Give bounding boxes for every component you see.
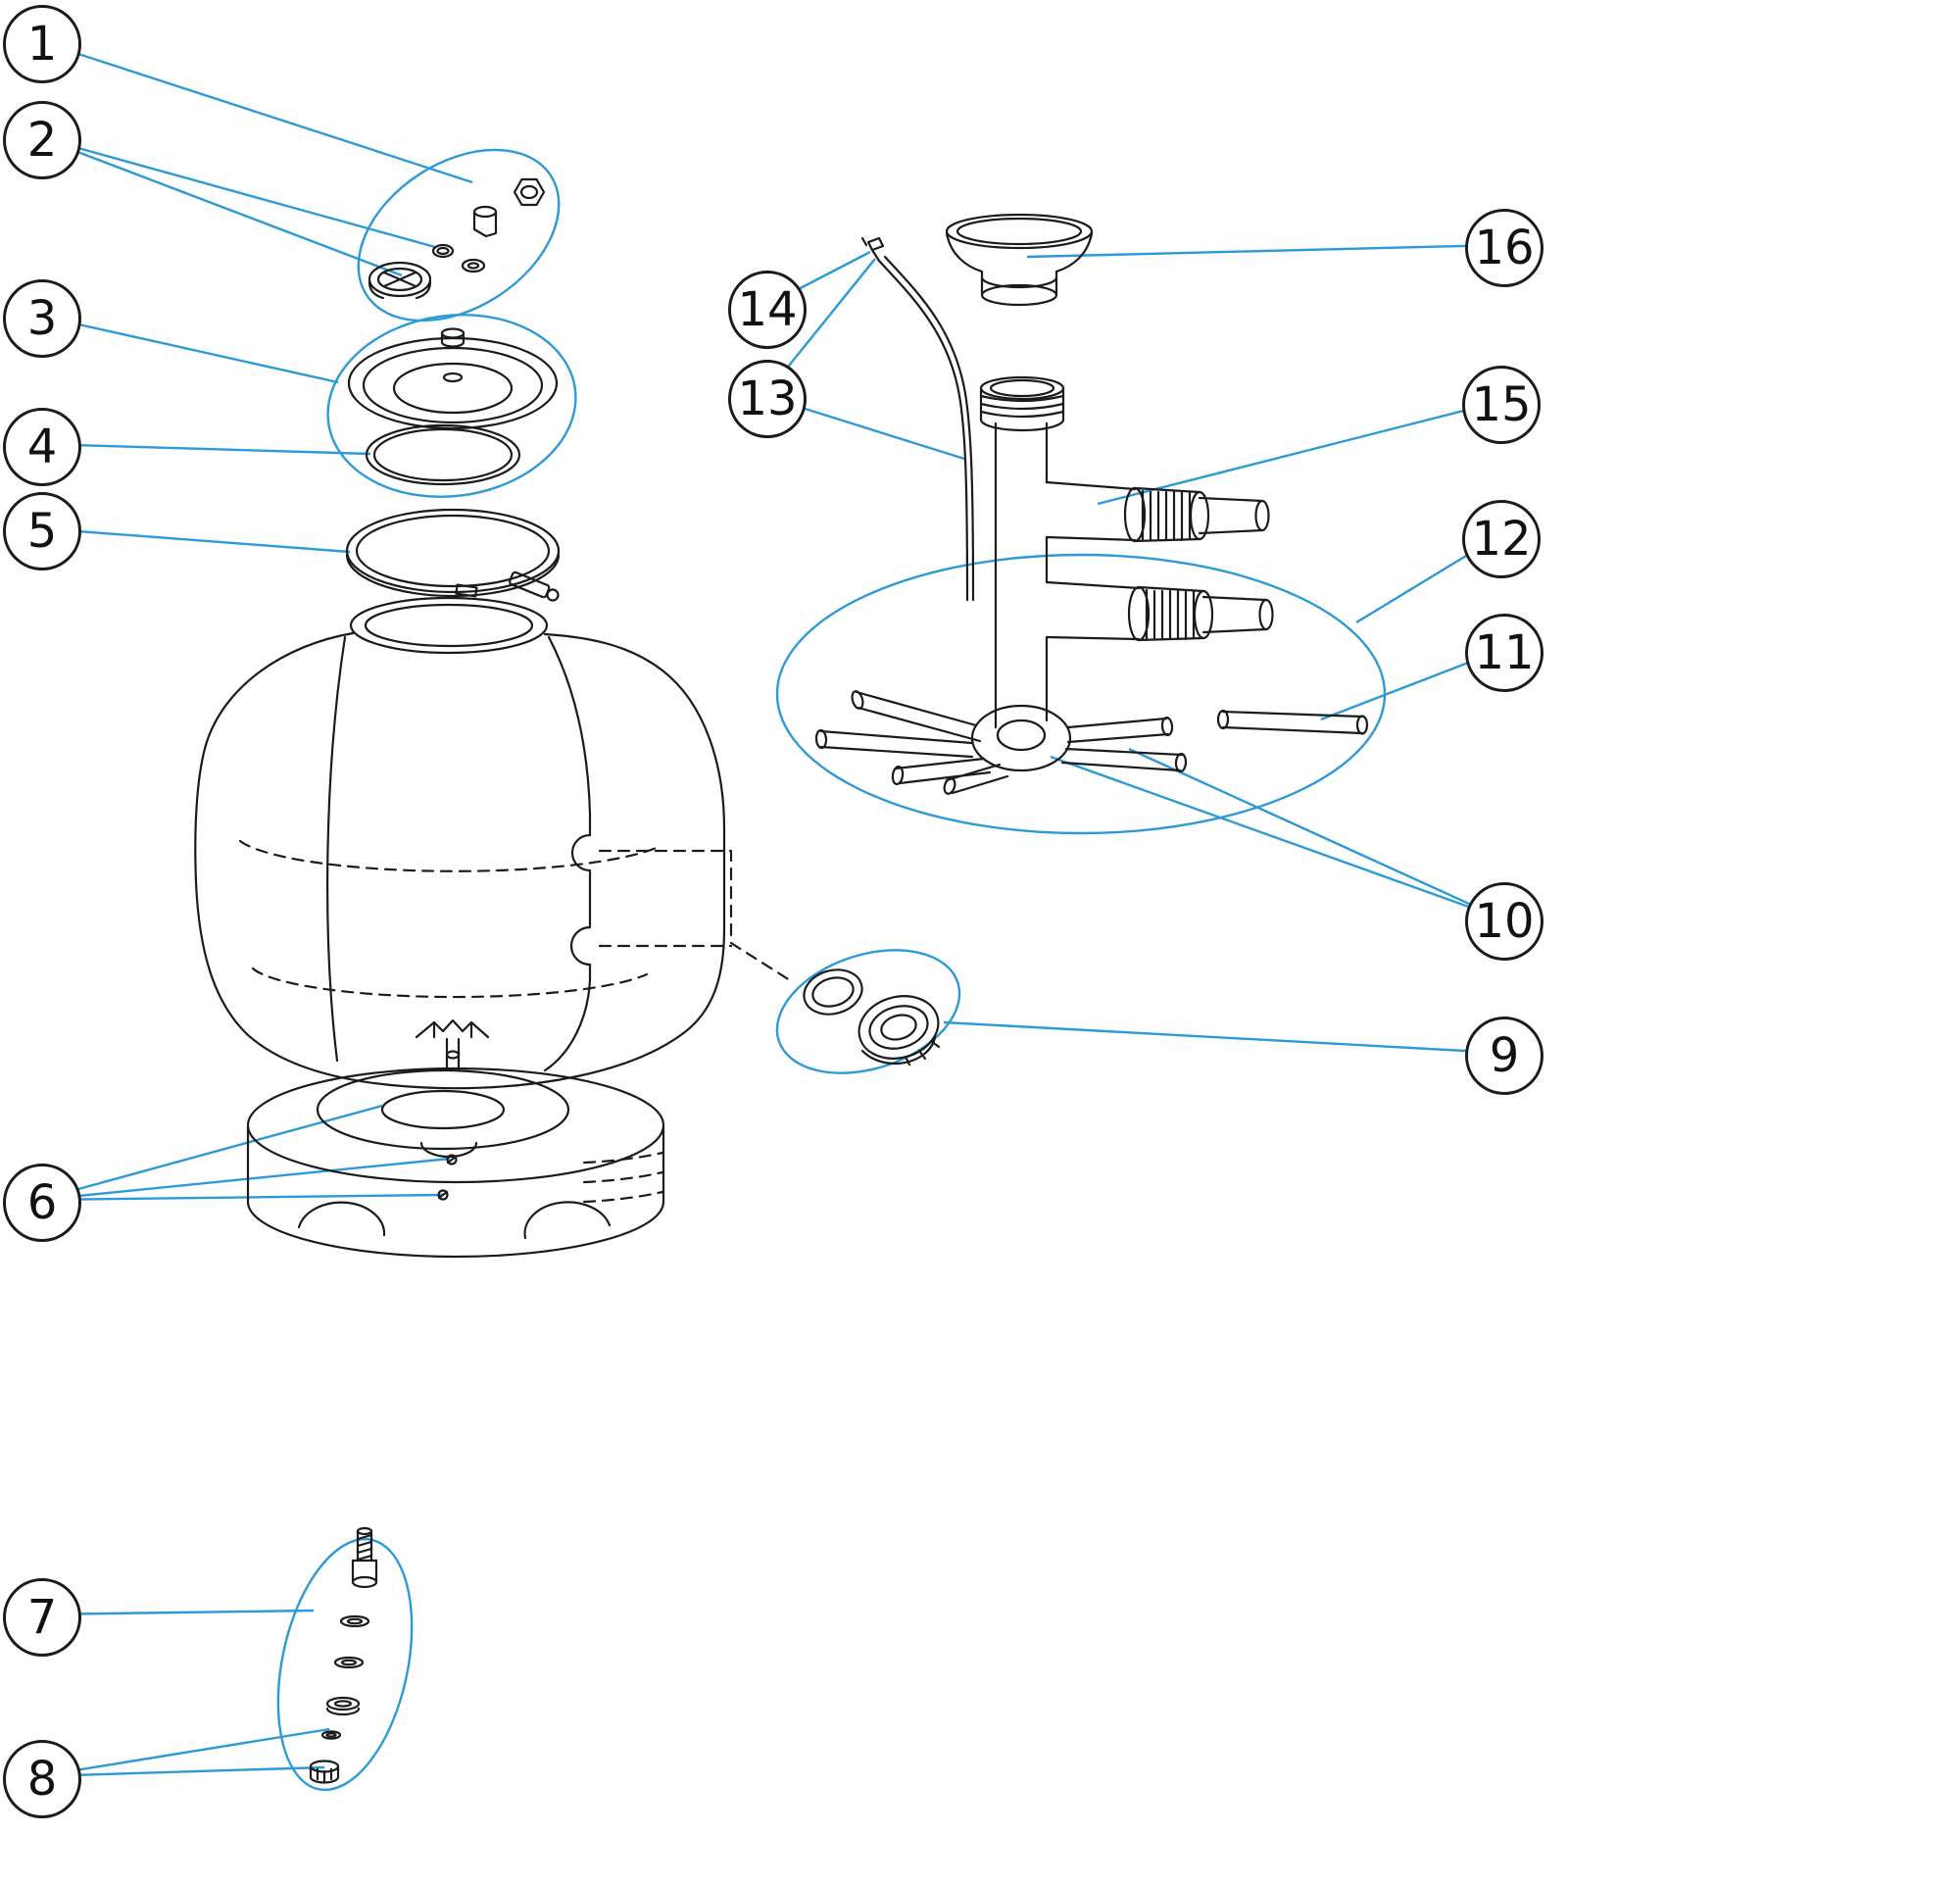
callout-14: 14 (728, 271, 807, 349)
callout-11: 11 (1465, 614, 1544, 692)
callout-3: 3 (3, 279, 81, 358)
lid-drawing (347, 327, 559, 430)
leader-lines (38, 39, 1502, 1778)
callout-15: 15 (1462, 366, 1541, 444)
bulkhead-drawing (803, 968, 941, 1067)
air-tube-drawing (860, 236, 975, 602)
callout-2: 2 (3, 101, 81, 179)
group-ellipse-bulkhead (775, 949, 961, 1074)
callout-5: 5 (3, 492, 81, 570)
callout-6: 6 (3, 1164, 81, 1242)
standpipe-drawing (979, 375, 1274, 729)
callout-8: 8 (3, 1740, 81, 1818)
base-drawing (246, 1067, 665, 1259)
group-ellipse-collector (775, 553, 1387, 835)
group-ellipses (276, 148, 1387, 1792)
callout-10: 10 (1465, 882, 1544, 961)
drain-plug-drawing (309, 1526, 378, 1784)
group-ellipse-top-fittings (357, 148, 561, 322)
funnel-drawing (945, 213, 1094, 307)
tank-drawing (194, 596, 792, 1090)
oring-drawing (365, 423, 521, 486)
clamp-drawing (345, 508, 561, 602)
callout-1: 1 (3, 5, 81, 83)
callout-13: 13 (728, 360, 807, 438)
top-fittings-drawing (368, 177, 546, 300)
callout-16: 16 (1465, 209, 1544, 287)
callout-4: 4 (3, 408, 81, 486)
group-ellipse-lid (326, 313, 577, 499)
line-art (194, 177, 1369, 1784)
callout-9: 9 (1465, 1017, 1544, 1095)
callout-7: 7 (3, 1578, 81, 1657)
hub-laterals-drawing (814, 690, 1188, 795)
lateral-drawing (1216, 709, 1369, 735)
callout-12: 12 (1462, 500, 1541, 578)
